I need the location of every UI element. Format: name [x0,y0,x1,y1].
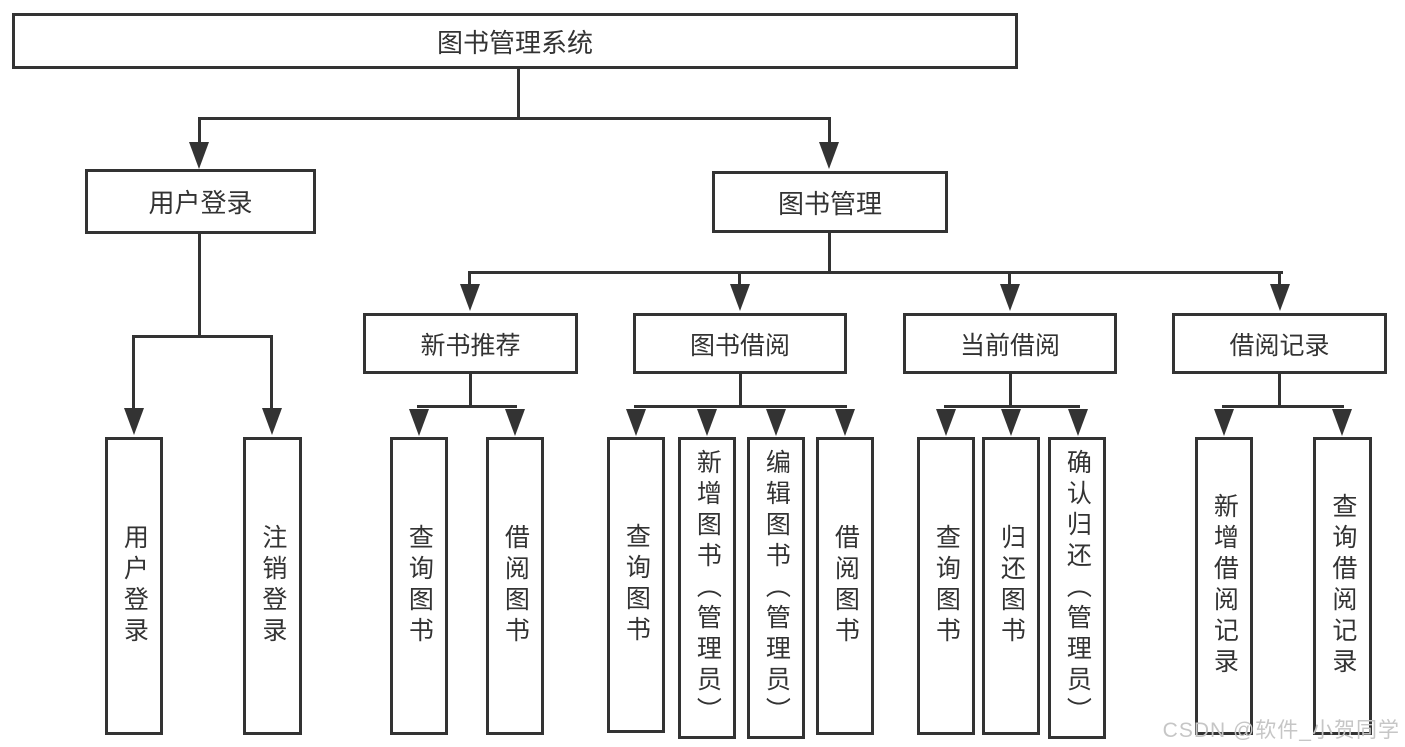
node-label: 图书管理 [777,188,882,219]
connector-borrow-records-stub [1278,372,1281,408]
leaf-bb-add-books-admin: 新增图书（管理员） [678,437,736,739]
node-label: 查询图书 [405,524,434,648]
connector-root-to-user-login [198,117,201,145]
node-root: 图书管理系统 [12,13,1018,69]
leaf-bb-edit-books-admin: 编辑图书（管理员） [747,437,805,739]
leaf-user-login: 用户登录 [105,437,163,735]
leaf-logout: 注销登录 [243,437,302,735]
node-label: 图书借阅 [689,331,790,360]
arrow-down-icon [1068,409,1088,436]
arrow-down-icon [1001,409,1021,436]
arrow-down-icon [505,409,525,436]
arrow-down-icon [697,409,717,436]
connector-user-login-stub [198,232,201,338]
arrow-down-icon [730,284,750,311]
node-label: 归还图书 [997,524,1026,648]
leaf-bb-query-books: 查询图书 [607,437,665,733]
connector-to-leaf-user-login [132,335,135,412]
node-label: 借阅图书 [831,524,860,648]
node-label: 当前借阅 [959,331,1060,360]
leaf-cb-query-books: 查询图书 [917,437,975,735]
arrow-down-icon [1332,409,1352,436]
arrow-down-icon [835,409,855,436]
arrow-down-icon [124,408,144,435]
arrow-down-icon [766,409,786,436]
arrow-down-icon [1000,284,1020,311]
node-user-login: 用户登录 [85,169,316,234]
node-label: 新书推荐 [420,331,521,360]
leaf-cb-confirm-return-admin: 确认归还（管理员） [1048,437,1106,739]
node-label: 借阅图书 [501,524,530,648]
watermark: CSDN @软件_小贺同学 [1162,719,1400,742]
node-label: 查询图书 [622,523,651,647]
node-label: 编辑图书（管理员） [762,448,791,728]
arrow-down-icon [936,409,956,436]
connector-root-stub [517,67,520,119]
arrow-down-icon [1270,284,1290,311]
node-label: 确认归还（管理员） [1063,448,1092,728]
connector-to-book-borrow [738,271,741,287]
connector-to-leaf-logout [270,335,273,412]
arrow-down-icon [1214,409,1234,436]
arrow-down-icon [626,409,646,436]
arrow-down-icon [409,409,429,436]
connector-current-borrow-stub [1009,372,1012,408]
node-current-borrow: 当前借阅 [903,313,1117,374]
leaf-br-query-record: 查询借阅记录 [1313,437,1372,735]
leaf-cb-return-books: 归还图书 [982,437,1040,735]
node-label: 图书管理系统 [436,27,593,58]
node-label: 用户登录 [120,524,149,648]
connector-current-borrow-rail [944,405,1080,408]
connector-root-to-book-management [828,117,831,145]
connector-to-new-book [468,271,471,287]
leaf-nb-borrow-books: 借阅图书 [486,437,544,735]
connector-book-borrow-stub [739,372,742,408]
connector-user-login-rail [132,335,273,338]
connector-new-book-rail [417,405,517,408]
arrow-down-icon [262,408,282,435]
node-label: 借阅记录 [1229,331,1330,360]
connector-borrow-records-rail [1222,405,1344,408]
node-book-management: 图书管理 [712,171,948,233]
arrow-down-icon [460,284,480,311]
connector-book-management-stub [828,231,831,274]
node-label: 查询借阅记录 [1328,493,1357,679]
leaf-nb-query-books: 查询图书 [390,437,448,735]
node-label: 用户登录 [148,188,253,218]
node-new-book-recommend: 新书推荐 [363,313,578,374]
connector-book-borrow-rail [634,405,847,408]
node-label: 注销登录 [258,524,287,648]
connector-root-rail [198,117,831,120]
connector-to-current-borrow [1008,271,1011,287]
node-label: 新增借阅记录 [1210,493,1239,679]
leaf-br-add-record: 新增借阅记录 [1195,437,1253,735]
node-book-borrow: 图书借阅 [633,313,847,374]
node-borrow-records: 借阅记录 [1172,313,1387,374]
node-label: 查询图书 [932,524,961,648]
connector-new-book-stub [469,372,472,408]
node-label: 新增图书（管理员） [693,448,722,728]
connector-book-management-rail [468,271,1283,274]
arrow-down-icon [819,142,839,169]
connector-to-borrow-records [1278,271,1281,287]
leaf-bb-borrow-books: 借阅图书 [816,437,874,735]
arrow-down-icon [189,142,209,169]
